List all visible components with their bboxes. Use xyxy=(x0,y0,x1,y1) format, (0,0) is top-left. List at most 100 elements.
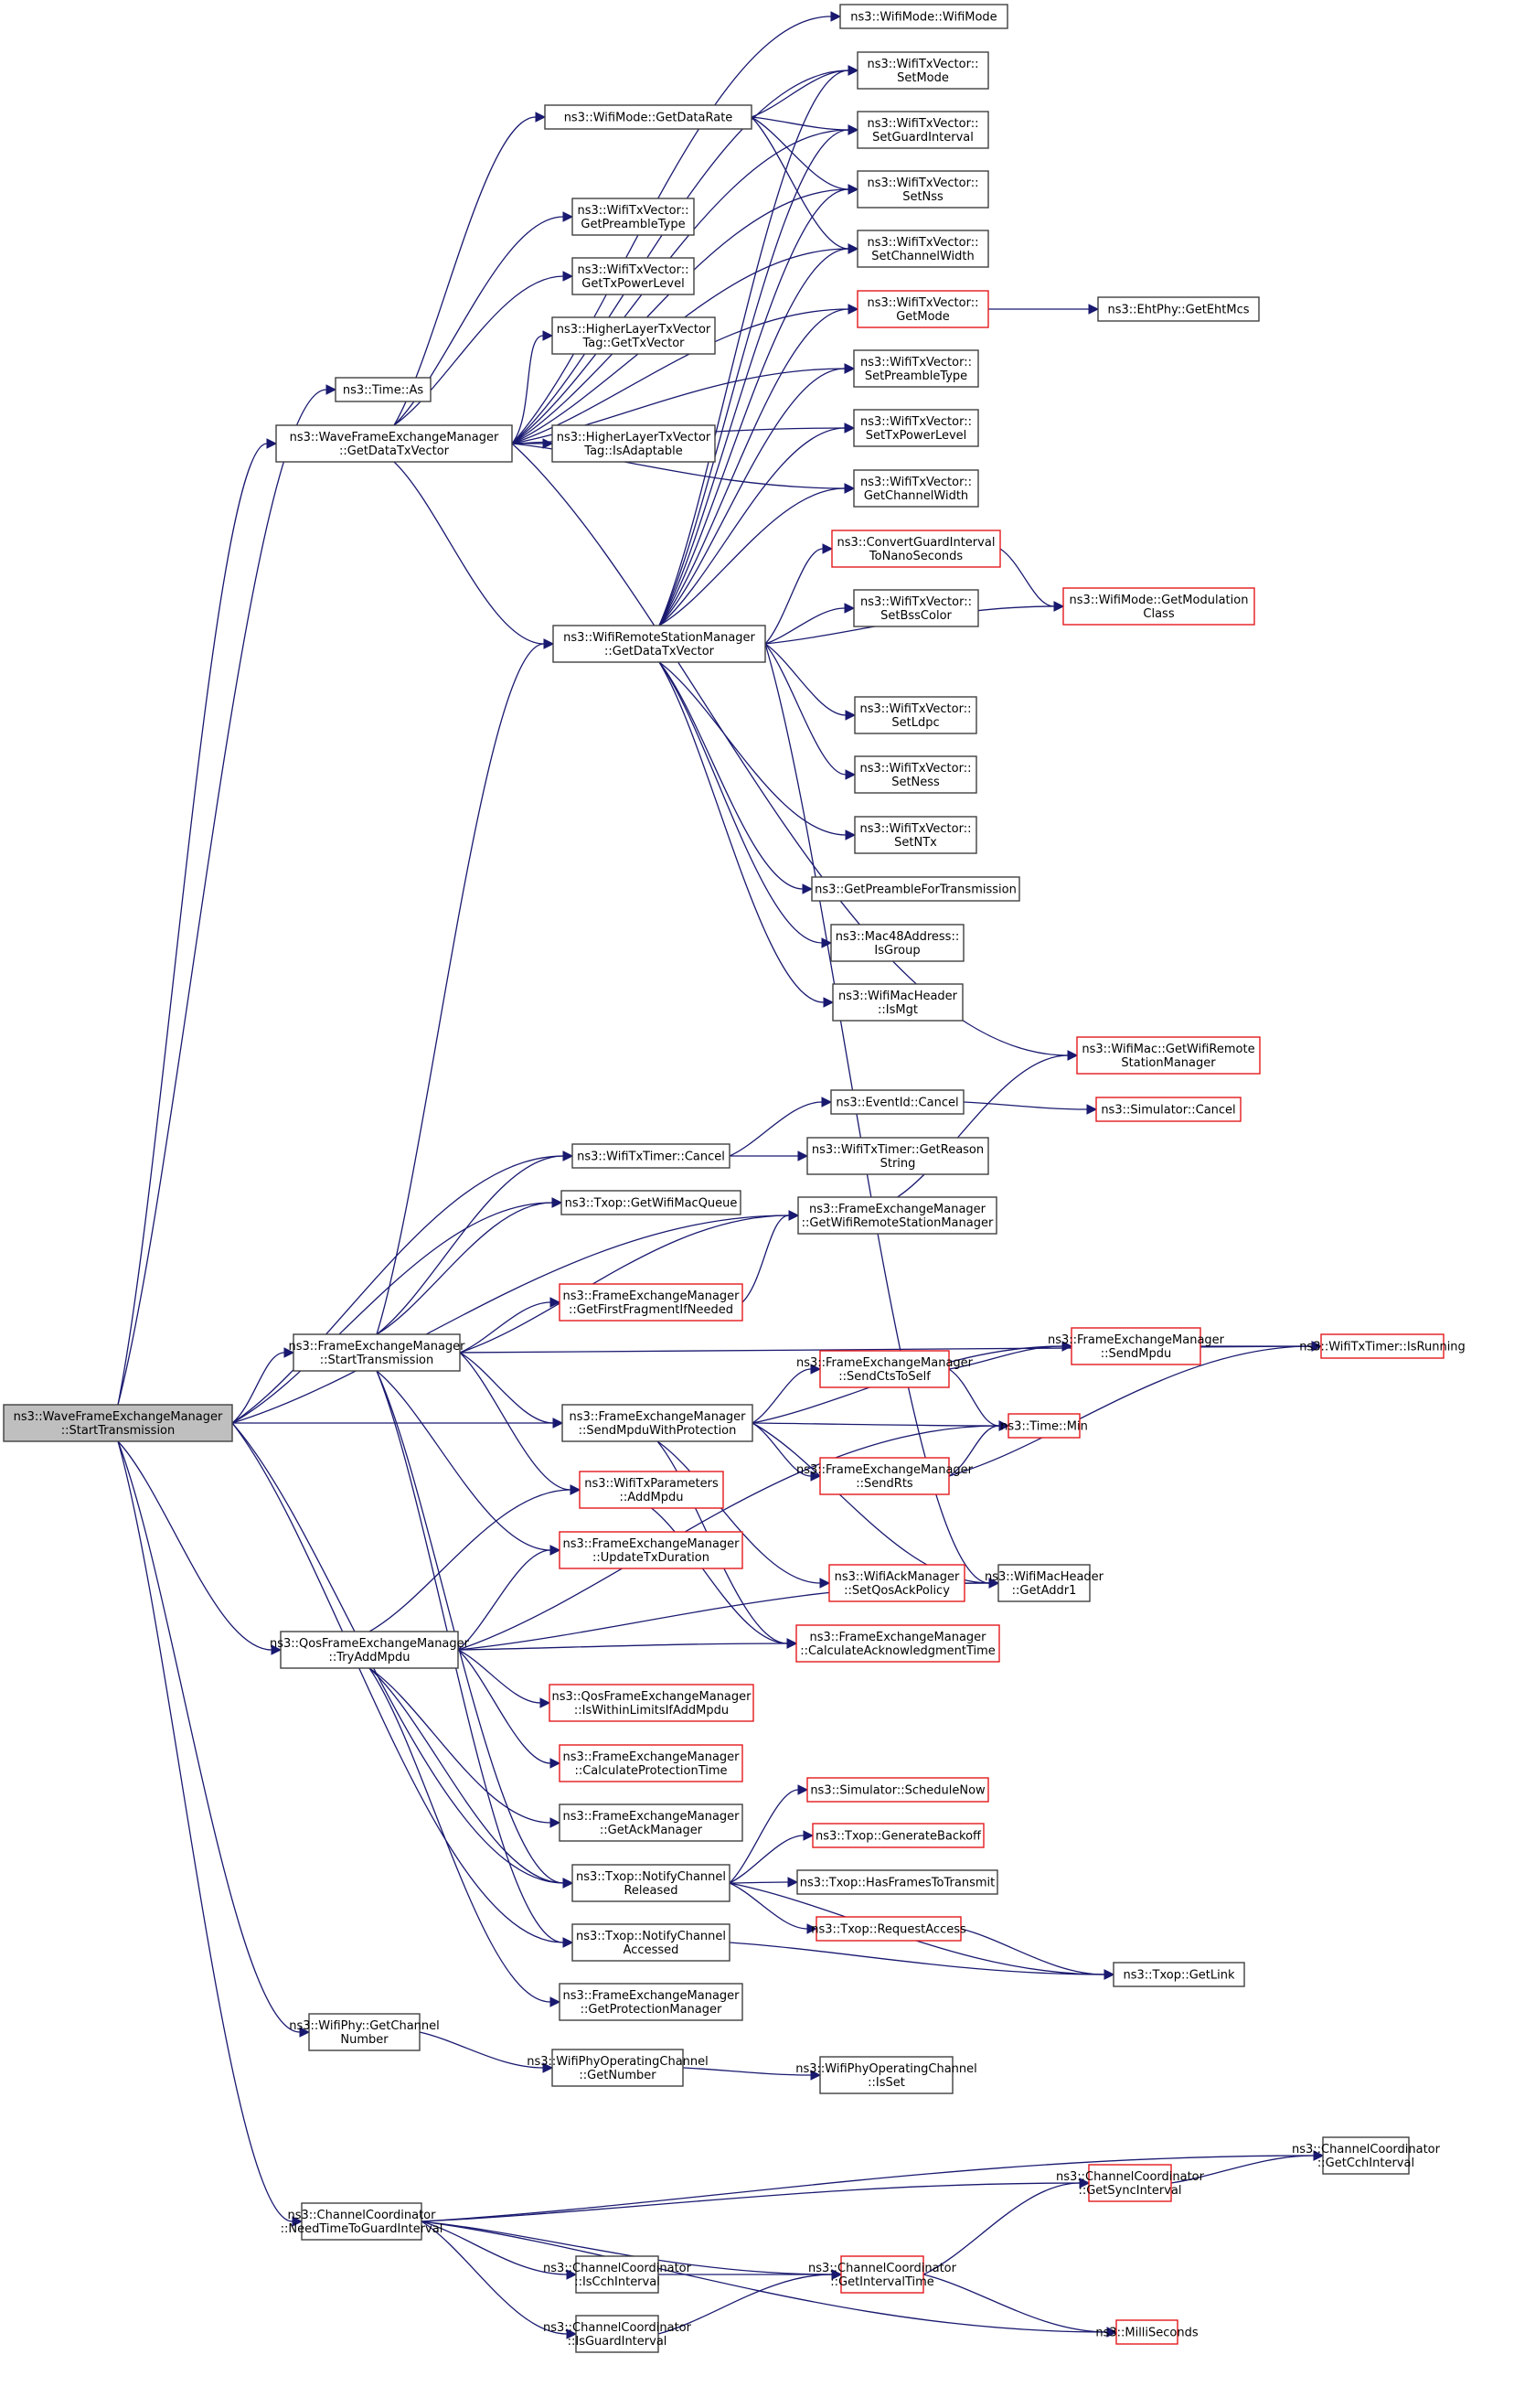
function-node[interactable]: ns3::FrameExchangeManager::SendMpduWithP… xyxy=(561,1404,753,1442)
node-label: ::SendRts xyxy=(856,1477,913,1491)
function-node[interactable]: ns3::ChannelCoordinator::NeedTimeToGuard… xyxy=(281,2202,443,2241)
function-node[interactable]: ns3::WifiTxVector::SetLdpc xyxy=(854,696,977,734)
call-edge xyxy=(729,1150,809,1161)
function-node[interactable]: ns3::WifiTxVector::SetMode xyxy=(857,51,989,90)
function-node[interactable]: ns3::WifiTxVector::SetPreambleType xyxy=(853,349,979,388)
function-node[interactable]: ns3::WifiMode::WifiMode xyxy=(839,4,1008,29)
function-node[interactable]: ns3::FrameExchangeManager::SendRts xyxy=(796,1457,974,1495)
arrowhead-icon xyxy=(845,710,857,721)
function-node[interactable]: ns3::FrameExchangeManager::GetAckManager xyxy=(559,1803,743,1842)
function-node[interactable]: ns3::WifiPhyOperatingChannel::IsSet xyxy=(795,2056,977,2094)
edge-line xyxy=(376,643,545,1335)
function-node[interactable]: ns3::WifiTxVector::SetNTx xyxy=(854,816,977,854)
function-node[interactable]: ns3::Simulator::Cancel xyxy=(1095,1097,1242,1122)
function-node[interactable]: ns3::MilliSeconds xyxy=(1095,2319,1199,2345)
function-node[interactable]: ns3::EventId::Cancel xyxy=(830,1089,965,1115)
function-node[interactable]: ns3::FrameExchangeManager::GetFirstFragm… xyxy=(559,1283,743,1322)
function-node[interactable]: ns3::WifiTxTimer::Cancel xyxy=(571,1143,730,1169)
node-label: ns3::WifiTxVector:: xyxy=(867,58,978,71)
function-node[interactable]: ns3::Txop::HasFramesToTransmit xyxy=(796,1869,998,1895)
function-node[interactable]: ns3::ChannelCoordinator::IsCchInterval xyxy=(543,2255,692,2294)
node-label: ::GetIntervalTime xyxy=(830,2275,934,2289)
node-label: ::TryAddMpdu xyxy=(329,1651,410,1664)
node-box xyxy=(571,257,695,295)
function-node[interactable]: ns3::ChannelCoordinator::GetCchInterval xyxy=(1292,2136,1441,2175)
arrowhead-icon xyxy=(844,483,856,494)
function-node[interactable]: ns3::WifiMacHeader::GetAddr1 xyxy=(985,1564,1104,1602)
function-node[interactable]: ns3::FrameExchangeManager::SendCtsToSelf xyxy=(796,1350,974,1388)
function-node[interactable]: ns3::FrameExchangeManager::CalculateAckn… xyxy=(795,1624,1000,1663)
function-node[interactable]: ns3::WifiTxVector::GetTxPowerLevel xyxy=(571,257,695,295)
function-node[interactable]: ns3::WifiTxTimer::IsRunning xyxy=(1299,1333,1466,1359)
arrowhead-icon xyxy=(830,11,842,22)
edge-line xyxy=(658,661,804,890)
function-node[interactable]: ns3::Time::Min xyxy=(1000,1413,1088,1439)
arrowhead-icon xyxy=(549,1297,561,1308)
function-node[interactable]: ns3::WifiTxVector::SetBssColor xyxy=(853,589,979,627)
function-node[interactable]: ns3::GetPreambleForTransmission xyxy=(811,876,1020,902)
call-edge xyxy=(764,643,857,721)
node-label: StationManager xyxy=(1121,1056,1216,1070)
function-node[interactable]: ns3::WifiTxVector::SetNess xyxy=(854,755,977,794)
function-node[interactable]: ns3::Txop::GetLink xyxy=(1113,1962,1245,1987)
node-box xyxy=(806,1777,989,1803)
call-edge xyxy=(729,1877,799,1888)
function-node[interactable]: ns3::Txop::GetWifiMacQueue xyxy=(560,1190,741,1215)
function-node[interactable]: ns3::Txop::GenerateBackoff xyxy=(812,1823,985,1848)
function-node[interactable]: ns3::Mac48Address::IsGroup xyxy=(830,924,965,962)
function-node[interactable]: ns3::WifiTxVector::SetNss xyxy=(857,170,989,209)
function-node[interactable]: ns3::WifiRemoteStationManager::GetDataTx… xyxy=(552,625,766,663)
function-node[interactable]: ns3::QosFrameExchangeManager::TryAddMpdu xyxy=(270,1631,470,1669)
node-label: ns3::FrameExchangeManager xyxy=(796,1356,974,1370)
function-node[interactable]: ns3::WifiTxVector::GetChannelWidth xyxy=(853,469,979,508)
function-node[interactable]: ns3::FrameExchangeManager::GetProtection… xyxy=(559,1983,743,2021)
node-label: Released xyxy=(624,1884,677,1898)
function-node[interactable]: ns3::WifiTxParameters::AddMpdu xyxy=(579,1471,724,1509)
function-node[interactable]: ns3::WifiTxVector::SetTxPowerLevel xyxy=(853,409,979,447)
function-node[interactable]: ns3::Txop::RequestAccess xyxy=(811,1916,966,1942)
function-node[interactable]: ns3::QosFrameExchangeManager::IsWithinLi… xyxy=(549,1684,754,1722)
function-node[interactable]: ns3::WifiTxVector::SetChannelWidth xyxy=(857,230,989,268)
call-edge xyxy=(376,1370,574,1889)
function-node[interactable]: ns3::EhtPhy::GetEhtMcs xyxy=(1097,296,1260,322)
function-node[interactable]: ns3::WifiPhyOperatingChannel::GetNumber xyxy=(527,2049,709,2087)
node-box xyxy=(1322,2136,1410,2175)
function-node[interactable]: ns3::Simulator::ScheduleNow xyxy=(806,1777,989,1803)
function-node[interactable]: ns3::FrameExchangeManager::UpdateTxDurat… xyxy=(559,1531,743,1569)
node-label: Number xyxy=(340,2033,389,2047)
function-node[interactable]: ns3::FrameExchangeManager::GetWifiRemote… xyxy=(797,1196,997,1235)
function-node[interactable]: ns3::ChannelCoordinator::GetIntervalTime xyxy=(808,2255,957,2294)
function-node[interactable]: ns3::FrameExchangeManager::StartTransmis… xyxy=(288,1333,465,1372)
function-node[interactable]: ns3::FrameExchangeManager::CalculateProt… xyxy=(559,1744,743,1782)
function-node[interactable]: ns3::WifiMac::GetWifiRemoteStationManage… xyxy=(1076,1036,1261,1075)
node-label: ::SendCtsToSelf xyxy=(838,1370,931,1384)
function-node[interactable]: ns3::WifiMacHeader::IsMgt xyxy=(832,983,964,1022)
node-box xyxy=(796,1869,998,1895)
edge-line xyxy=(658,368,846,626)
node-box xyxy=(819,1457,950,1495)
function-node[interactable]: ns3::WaveFrameExchangeManager::GetDataTx… xyxy=(275,424,513,463)
function-node[interactable]: ns3::WifiAckManager::SetQosAckPolicy xyxy=(828,1564,965,1602)
node-label: ns3::FrameExchangeManager xyxy=(1048,1333,1225,1347)
node-label: ::GetSyncInterval xyxy=(1078,2184,1181,2198)
function-node[interactable]: ns3::WifiTxVector::SetGuardInterval xyxy=(857,111,989,149)
function-node[interactable]: ns3::WifiTxVector::GetPreambleType xyxy=(571,198,695,236)
function-node[interactable]: ns3::ChannelCoordinator::GetSyncInterval xyxy=(1056,2164,1205,2202)
node-label: ::IsCchInterval xyxy=(574,2275,660,2289)
function-node[interactable]: ns3::WaveFrameExchangeManager::StartTran… xyxy=(3,1404,233,1442)
function-node[interactable]: ns3::WifiTxVector::GetMode xyxy=(857,290,989,328)
function-node[interactable]: ns3::Time::As xyxy=(335,377,432,402)
function-node[interactable]: ns3::FrameExchangeManager::SendMpdu xyxy=(1048,1327,1225,1365)
function-node[interactable]: ns3::ChannelCoordinator::IsGuardInterval xyxy=(543,2315,692,2353)
node-label: ns3::WifiTxVector:: xyxy=(860,595,972,609)
function-node[interactable]: ns3::WifiMode::GetDataRate xyxy=(544,104,752,130)
node-box xyxy=(857,230,989,268)
